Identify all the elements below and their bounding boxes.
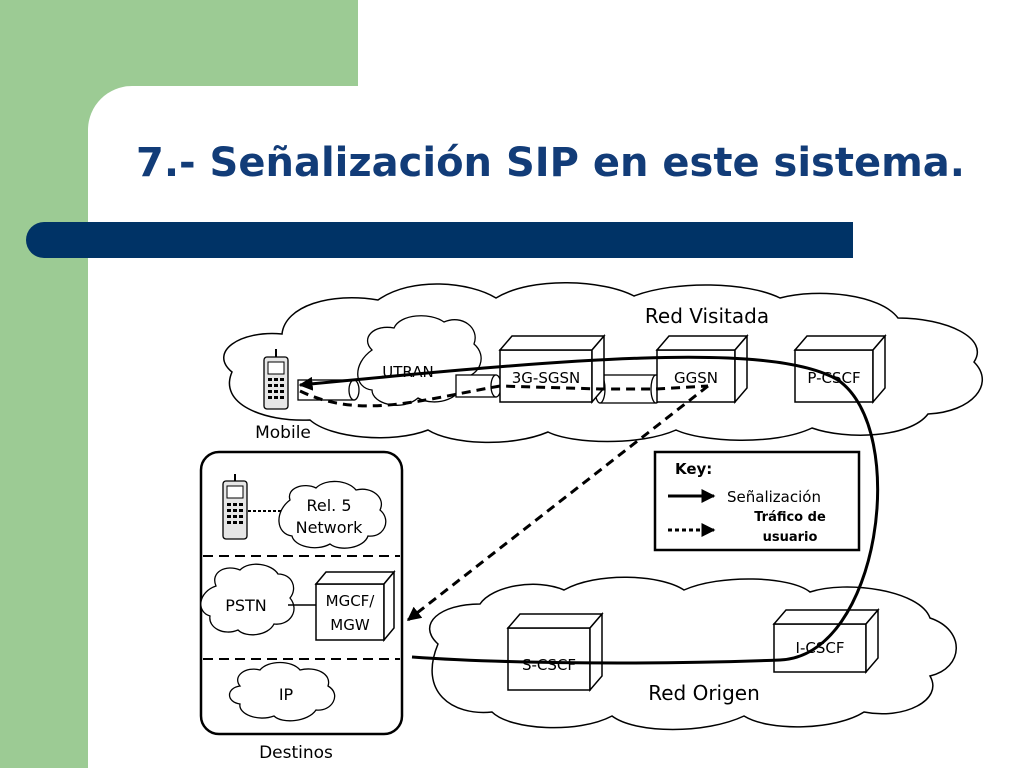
pstn-cloud: PSTN: [200, 563, 295, 636]
destination-phone-icon: [222, 474, 248, 540]
key-legend: Key: Señalización Tráfico de usuario: [653, 450, 861, 552]
ip-cloud: IP: [228, 661, 336, 722]
sgsn-label: 3G-SGSN: [512, 369, 580, 387]
scscf-label: S-CSCF: [522, 656, 576, 674]
home-network-label: Red Origen: [648, 681, 760, 705]
ip-label: IP: [279, 685, 294, 704]
user-traffic-path-destinations: [406, 384, 709, 622]
mobile-phone-icon: Mobile: [255, 349, 311, 443]
title-underline-bar: [26, 222, 853, 258]
icscf-node: I-CSCF: [772, 607, 880, 675]
slide-title: 7.- Señalización SIP en este sistema.: [136, 140, 965, 186]
rel5-label-line1: Rel. 5: [306, 496, 351, 515]
scscf-node: S-CSCF: [506, 611, 604, 693]
key-traffic-label-line2: usuario: [763, 530, 818, 545]
sgsn-node: 3G-SGSN: [498, 333, 606, 405]
mgcf-label-line1: MGCF/: [326, 592, 376, 610]
user-traffic-path-access: [299, 384, 709, 408]
destinations-panel: Destinos Rel. 5 Network PSTN: [199, 450, 404, 763]
destinations-label: Destinos: [259, 743, 333, 763]
rel5-label-line2: Network: [296, 518, 364, 537]
key-traffic-label-line1: Tráfico de: [754, 510, 826, 525]
rel5-network-cloud: Rel. 5 Network: [278, 480, 387, 549]
visited-network-label: Red Visitada: [645, 304, 769, 328]
mobile-label: Mobile: [255, 423, 311, 443]
key-title: Key:: [675, 460, 712, 478]
ggsn-label: GGSN: [674, 369, 718, 387]
key-signaling-label: Señalización: [727, 488, 821, 506]
mgcf-mgw-node: MGCF/ MGW: [314, 569, 396, 643]
pcscf-node: P-CSCF: [793, 333, 887, 405]
mgcf-label-line2: MGW: [330, 616, 370, 634]
pstn-label: PSTN: [225, 596, 267, 615]
signaling-path: [298, 355, 880, 665]
